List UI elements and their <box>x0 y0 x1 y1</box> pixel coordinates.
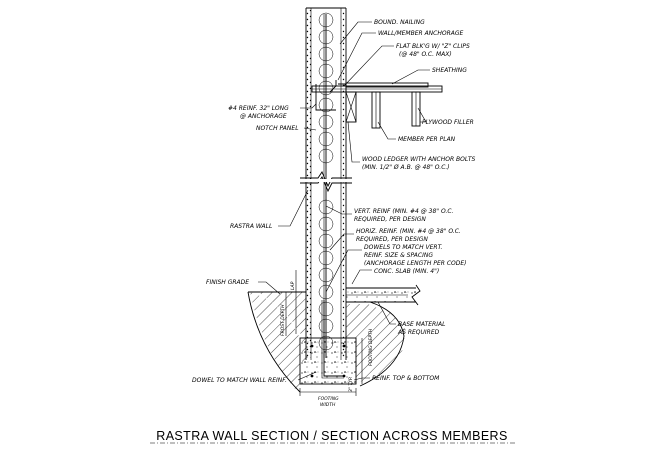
label-frost-depth: FROST DEPTH <box>280 304 286 336</box>
label-flat-blkg-1: FLAT BLK'G W/ "Z" CLIPS <box>396 43 470 50</box>
floor-framing <box>311 80 443 129</box>
label-footing-width-1: FOOTING <box>318 396 339 402</box>
label-base-material-2: AS REQUIRED <box>397 329 440 336</box>
label-member-per-plan: MEMBER PER PLAN <box>398 136 456 143</box>
label-horiz-reinf-1: HORIZ. REINF. (MIN. #4 @ 38" O.C. <box>356 228 461 235</box>
label-dowel-match: DOWEL TO MATCH WALL REINF. <box>192 377 287 384</box>
label-reinf-2: @ ANCHORAGE <box>240 113 287 120</box>
labels: BOUND. NAILING WALL/MEMBER ANCHORAGE FLA… <box>192 19 475 408</box>
label-cover: 3" TYP. <box>348 377 354 392</box>
label-rastra-wall: RASTRA WALL <box>230 223 272 230</box>
label-dowels-2: REINF. SIZE & SPACING <box>364 252 433 259</box>
label-wood-ledger-1: WOOD LEDGER WITH ANCHOR BOLTS <box>362 156 475 163</box>
label-dowels-3: (ANCHORAGE LENGTH PER CODE) <box>364 260 466 267</box>
leader-lines <box>258 21 430 381</box>
label-conc-slab: CONC. SLAB (MIN. 4") <box>374 268 439 275</box>
footing <box>285 270 363 396</box>
label-vert-reinf-1: VERT. REINF (MIN. #4 @ 38" O.C. <box>354 208 454 215</box>
drawing-title: RASTRA WALL SECTION / SECTION ACROSS MEM… <box>150 429 516 444</box>
label-base-material-1: BASE MATERIAL <box>398 321 445 328</box>
label-footing-width-2: WIDTH <box>320 402 336 408</box>
label-reinf-1: #4 REINF. 32" LONG <box>228 105 289 112</box>
label-footing-depth: FOOTING DEPTH <box>368 328 374 366</box>
title-text: RASTRA WALL SECTION / SECTION ACROSS MEM… <box>156 429 507 443</box>
label-vert-reinf-2: REQUIRED, PER DESIGN <box>354 216 426 223</box>
label-dowels-1: DOWELS TO MATCH VERT. <box>364 244 443 251</box>
earth-fill <box>247 291 406 393</box>
label-reinf-top-bottom: REINF. TOP & BOTTOM <box>372 375 440 382</box>
concrete-slab <box>346 284 421 306</box>
label-horiz-reinf-2: REQUIRED, PER DESIGN <box>356 236 428 243</box>
label-bound-nailing: BOUND. NAILING <box>374 19 425 26</box>
rastra-wall <box>300 7 352 360</box>
label-plywood-filler: PLYWOOD FILLER <box>422 119 474 126</box>
label-sheathing: SHEATHING <box>432 67 467 74</box>
label-finish-grade: FINISH GRADE <box>206 279 249 286</box>
label-lap: LAP <box>290 281 296 290</box>
label-wood-ledger-2: (MIN. 1/2" Ø A.B. @ 48" O.C.) <box>362 164 450 171</box>
label-wall-member-anchorage: WALL/MEMBER ANCHORAGE <box>378 30 464 37</box>
label-flat-blkg-2: (@ 48" O.C. MAX) <box>399 51 452 58</box>
label-notch-panel: NOTCH PANEL <box>256 125 299 132</box>
